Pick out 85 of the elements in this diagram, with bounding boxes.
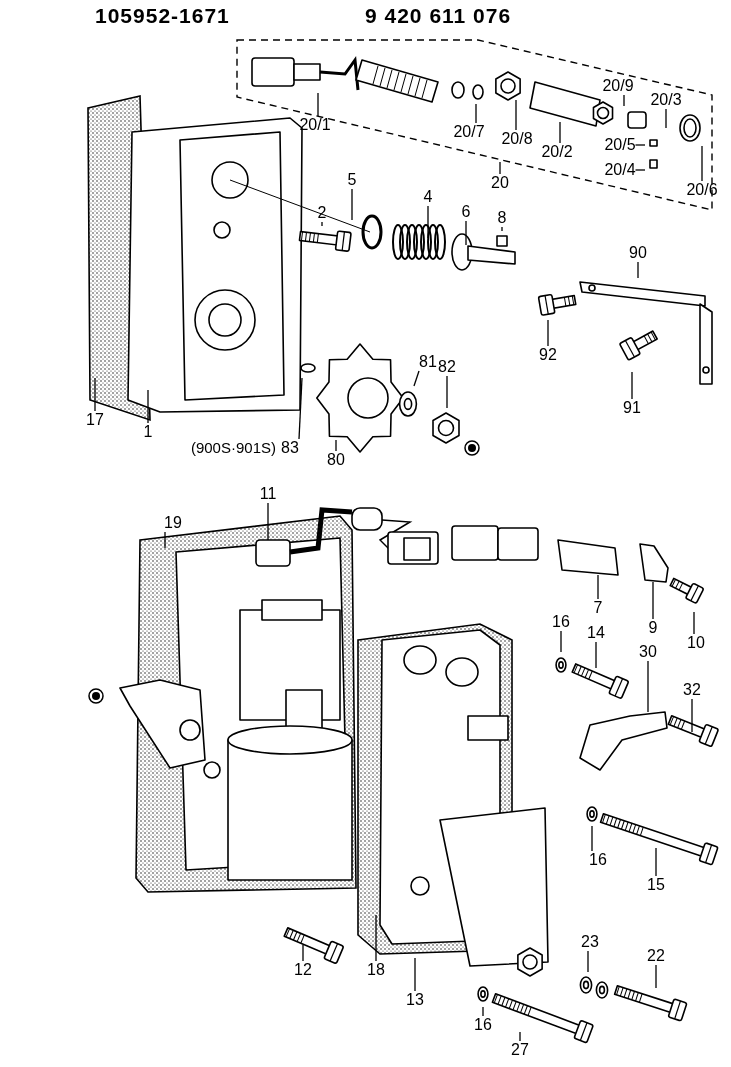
callout-number: 1 [143, 423, 153, 441]
leader-line [623, 94, 625, 107]
callout-number: 22 [647, 947, 665, 965]
callout-number: 20/5 [604, 136, 636, 154]
leader-line [302, 944, 304, 962]
callout-number: 20/2 [541, 143, 573, 161]
leader-line [595, 641, 597, 669]
callout-number: 20 [491, 174, 509, 192]
leader-line [587, 950, 589, 973]
leader-line [351, 188, 353, 221]
leader-line [631, 371, 633, 400]
callout-number: 90 [629, 244, 647, 262]
callout-number: 20/6 [686, 181, 718, 199]
callout-number: 81 [419, 353, 437, 371]
callout-number: 7 [593, 599, 603, 617]
part-number-heading: 105952-1671 [95, 4, 230, 28]
callout-number: 16 [474, 1016, 492, 1034]
leader-line [665, 108, 667, 129]
callout-number: 20/7 [453, 123, 485, 141]
leader-line [147, 389, 149, 424]
callout-number: 16 [589, 851, 607, 869]
callout-number: 20/3 [650, 91, 682, 109]
variant-note: (900S·901S) [190, 439, 276, 457]
callout-number: 82 [438, 358, 456, 376]
callout-number: 91 [623, 399, 641, 417]
callout-number: 6 [461, 203, 471, 221]
callout-number: 92 [539, 346, 557, 364]
leader-line [655, 847, 657, 877]
callout-number: 83 [281, 439, 299, 457]
callout-number: 13 [406, 991, 424, 1009]
callout-number: 20/1 [299, 116, 331, 134]
leader-line [515, 99, 517, 131]
callout-number: 15 [647, 876, 665, 894]
leader-line [94, 377, 96, 412]
callout-number: 10 [687, 634, 705, 652]
callout-number: 4 [423, 188, 433, 206]
callout-number: 9 [648, 619, 658, 637]
leader-line [465, 220, 467, 246]
callout-number: 23 [581, 933, 599, 951]
callout-number: 18 [367, 961, 385, 979]
leader-line [446, 375, 448, 409]
leader-line [164, 531, 166, 549]
leader-line [701, 145, 703, 182]
leader-line [559, 121, 561, 144]
callout-number: 20/9 [602, 77, 634, 95]
leader-line [482, 1006, 484, 1017]
leader-line [519, 1031, 521, 1042]
leader-line [691, 698, 693, 733]
callout-number: 5 [347, 171, 357, 189]
callout-number: 14 [587, 624, 605, 642]
leader-line [634, 169, 646, 171]
callout-number: 80 [327, 451, 345, 469]
leader-line [637, 261, 639, 279]
leader-line [414, 957, 416, 992]
leader-line [321, 221, 323, 227]
leader-line [335, 439, 337, 452]
leader-line [298, 377, 303, 440]
leader-line [475, 103, 477, 124]
leader-line [317, 92, 319, 117]
leader-line [501, 226, 503, 232]
leader-line [597, 574, 599, 600]
leader-line [427, 205, 429, 239]
leader-line [267, 502, 269, 541]
callout-number: 17 [86, 411, 104, 429]
callout-number: 16 [552, 613, 570, 631]
leader-line [655, 964, 657, 989]
leader-line [647, 660, 649, 713]
leader-line [413, 370, 420, 387]
callout-number: 32 [683, 681, 701, 699]
leader-line [547, 319, 549, 347]
reference-number: 9 420 611 076 [365, 4, 512, 28]
leader-line [499, 161, 501, 175]
leader-line [591, 825, 593, 852]
callout-number: 8 [497, 209, 507, 227]
leader-line [693, 611, 695, 635]
leader-line [560, 630, 562, 653]
callout-number: 11 [259, 485, 277, 503]
callout-number: 27 [511, 1041, 529, 1059]
leader-line [634, 144, 646, 146]
callout-number: 19 [164, 514, 182, 532]
callout-number: 20/8 [501, 130, 533, 148]
callout-number: 12 [294, 961, 312, 979]
callout-number: 20/4 [604, 161, 636, 179]
callout-number: 30 [639, 643, 657, 661]
leader-line [652, 581, 654, 620]
